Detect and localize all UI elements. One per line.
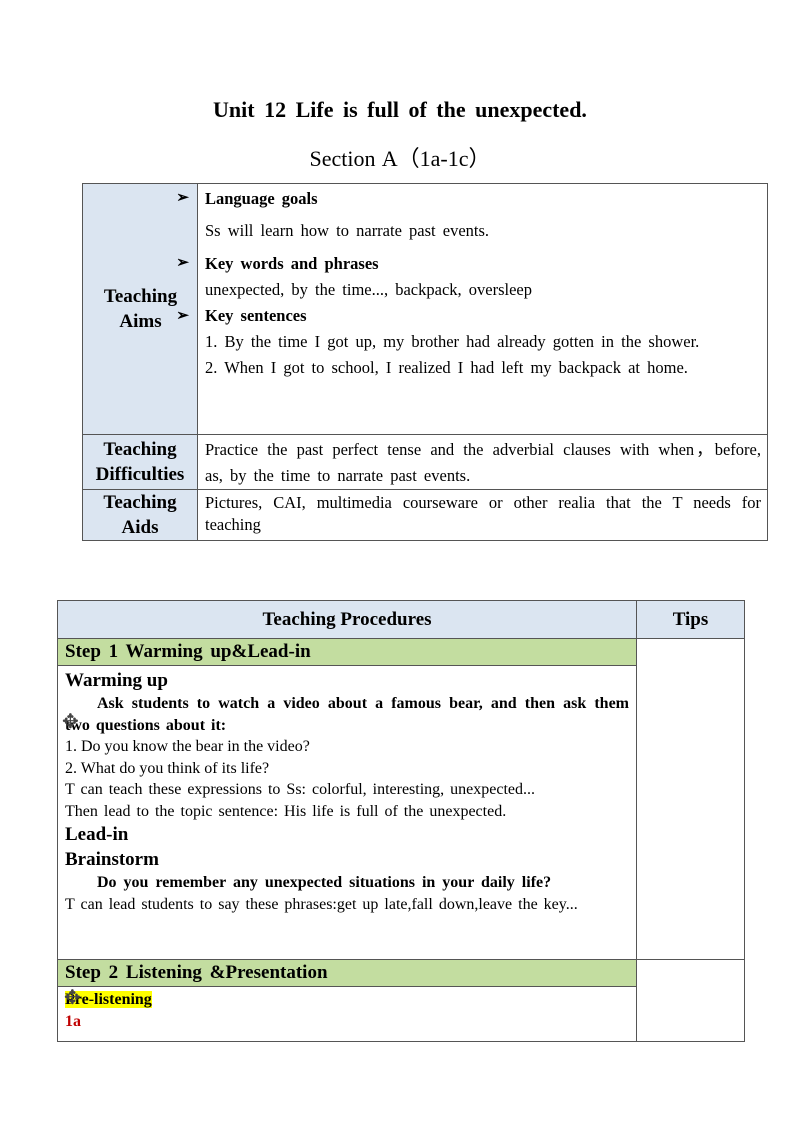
tips-cell-step-1 [636,638,745,960]
arrow-bullet-icon: ➢ [176,308,189,324]
document-subtitle: Section A（1a-1c） [309,146,491,171]
aids-text: Pictures, CAI, multimedia courseware or … [197,489,768,541]
label-teaching-aims: ➢ ➢ ➢ Teaching Aims [82,183,198,435]
step-1-heading: Step 1 Warming up&Lead-in [57,638,637,666]
key-sentences-heading: Key sentences [205,306,307,325]
pre-listening-label: Pre-listening [65,991,152,1008]
key-words-text: unexpected, by the time..., backpack, ov… [205,280,533,299]
warming-up-heading: Warming up [65,670,168,691]
arrow-bullet-icon: ➢ [176,255,189,271]
step-2-content: Pre-listening 1a ✥ [57,986,637,1042]
brainstorm-question: Do you remember any unexpected situation… [97,874,552,891]
language-goals-text: Ss will learn how to narrate past events… [205,221,490,240]
warming-up-task: Ask students to watch a video about a fa… [65,695,629,734]
key-words-heading: Key words and phrases [205,254,379,273]
tips-cell-step-2 [636,959,745,1042]
teach-expressions: T can teach these expressions to Ss: col… [65,781,536,798]
key-sentence-1: 1. By the time I got up, my brother had … [205,332,700,351]
move-cursor-icon[interactable]: ✥ [62,711,79,733]
teaching-aims-table: ➢ ➢ ➢ Teaching Aims Language goals Ss wi… [82,183,768,541]
exercise-1a-label: 1a [65,1012,81,1030]
key-sentence-2: 2. When I got to school, I realized I ha… [205,358,688,377]
document-title: Unit 12 Life is full of the unexpected. [213,97,587,122]
question-1: 1. Do you know the bear in the video? [65,738,310,755]
teaching-procedures-table: Teaching Procedures Tips Step 1 Warming … [57,600,745,1042]
difficulties-text: Practice the past perfect tense and the … [197,434,768,490]
lead-in-heading: Lead-in [65,824,129,845]
label-teaching-difficulties: Teaching Difficulties [82,434,198,490]
step-1-content: Warming up Ask students to watch a video… [57,665,637,960]
move-cursor-icon[interactable]: ✥ [64,987,81,1009]
tips-header: Tips [636,600,745,639]
aims-content: Language goals Ss will learn how to narr… [197,183,768,435]
language-goals-heading: Language goals [205,189,318,208]
brainstorm-heading: Brainstorm [65,849,159,870]
lead-topic-sentence: Then lead to the topic sentence: His lif… [65,802,507,820]
brainstorm-phrases: T can lead students to say these phrases… [65,895,578,913]
arrow-bullet-icon: ➢ [176,190,189,206]
procedures-header: Teaching Procedures [57,600,637,639]
label-teaching-aids: Teaching Aids [82,489,198,541]
question-2: 2. What do you think of its life? [65,759,270,777]
step-2-heading: Step 2 Listening &Presentation [57,959,637,987]
